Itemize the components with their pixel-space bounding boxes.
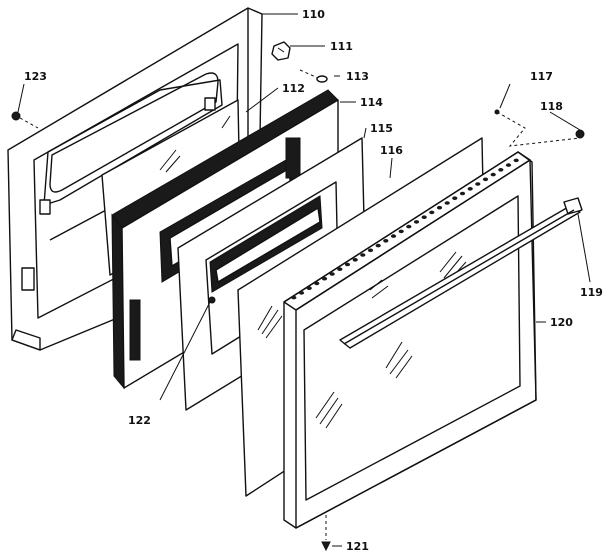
label-120: 120 [550, 316, 573, 329]
vent-slot [321, 276, 328, 281]
label-122: 122 [128, 414, 151, 427]
part-119-handle [339, 197, 583, 349]
leader-lines [17, 13, 591, 547]
vent-slot [352, 258, 358, 262]
vent-slot [367, 248, 374, 253]
label-112: 112 [282, 82, 305, 95]
vent-slot [475, 182, 481, 186]
vent-slot [467, 187, 473, 191]
vent-slot [421, 215, 427, 219]
callout-labels: 110 111 112 113 114 115 116 117 118 119 … [24, 8, 603, 553]
vent-slot [490, 172, 496, 177]
label-121: 121 [346, 540, 369, 553]
vent-slot [436, 205, 443, 210]
label-114: 114 [360, 96, 383, 109]
label-111: 111 [330, 40, 353, 53]
part-113-screw [299, 69, 328, 83]
vent-slot [505, 163, 512, 167]
vent-slot [344, 262, 351, 267]
vent-slot [398, 229, 404, 234]
vent-slot [498, 168, 504, 172]
vent-slot [375, 243, 381, 248]
part-120-outer-door [283, 151, 537, 529]
label-117: 117 [530, 70, 553, 83]
vent-slot [329, 272, 335, 276]
vent-slot [383, 239, 389, 243]
vent-slot [513, 158, 519, 163]
vent-slot [413, 220, 420, 224]
label-118: 118 [540, 100, 563, 113]
label-115: 115 [370, 122, 393, 135]
vent-slot [390, 234, 397, 238]
vent-slot [482, 177, 489, 182]
vent-slot [459, 191, 466, 196]
part-121-screw [321, 515, 331, 552]
vent-slot [306, 286, 312, 291]
vent-slot [444, 201, 450, 205]
part-123-screw [11, 111, 39, 129]
vent-slot [406, 224, 412, 229]
vent-slot [452, 196, 458, 200]
part-117-118-screw [494, 109, 585, 147]
vent-slot [314, 281, 320, 286]
label-110: 110 [302, 8, 325, 21]
vent-slot [291, 295, 297, 300]
vent-slot [298, 291, 305, 295]
part-111-hinge-clip [271, 41, 291, 61]
vent-slot [360, 253, 366, 257]
label-119: 119 [580, 286, 603, 299]
label-113: 113 [346, 70, 369, 83]
vent-slot-row [291, 158, 519, 300]
label-123: 123 [24, 70, 47, 83]
vent-slot [429, 210, 435, 215]
label-116: 116 [380, 144, 403, 157]
vent-slot [337, 267, 343, 272]
